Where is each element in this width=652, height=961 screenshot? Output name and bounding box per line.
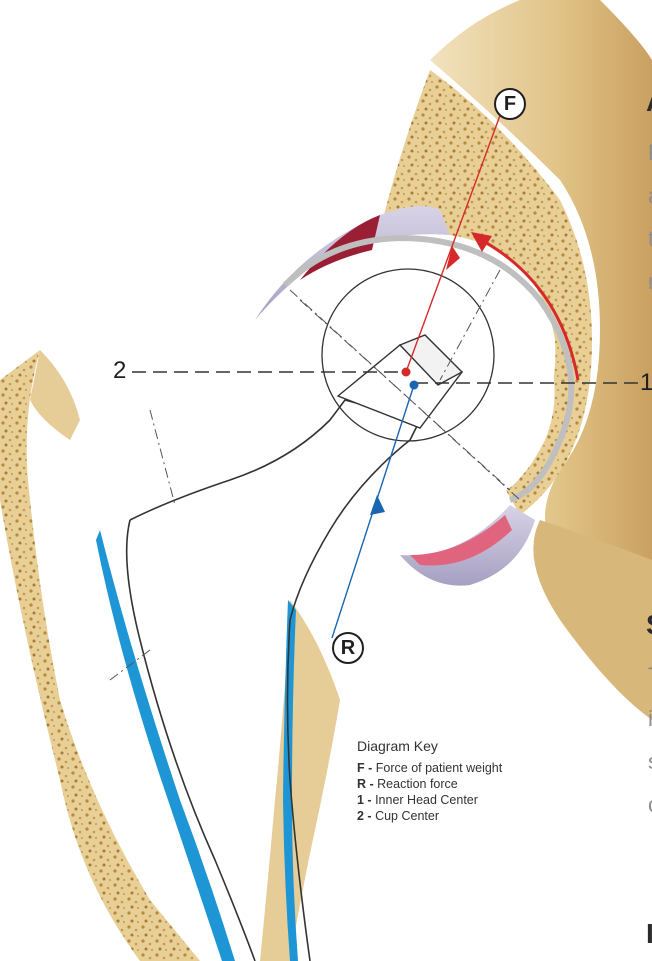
femur-outer-left [30, 350, 80, 440]
key-row-1: 1 - Inner Head Center [357, 792, 557, 808]
side-heading-mid: S [646, 609, 652, 641]
key-row-r: R - Reaction force [357, 776, 557, 792]
key-symbol: 2 - [357, 809, 372, 823]
key-symbol: R - [357, 777, 374, 791]
key-row-f: F - Force of patient weight [357, 760, 557, 776]
label-2: 2 [113, 357, 126, 385]
key-text: Cup Center [375, 809, 439, 823]
head-center-dot [410, 381, 419, 390]
femur-cortex-left [0, 350, 200, 961]
key-symbol: F - [357, 761, 372, 775]
side-para1-line1: F [648, 140, 652, 166]
key-text: Force of patient weight [376, 761, 502, 775]
key-symbol: 1 - [357, 793, 372, 807]
key-row-2: 2 - Cup Center [357, 808, 557, 824]
force-r-arrowhead [370, 495, 385, 515]
side-para1-line2: a [648, 183, 652, 209]
diagram-key: Diagram Key F - Force of patient weight … [357, 738, 557, 824]
cup-center-dot [402, 368, 411, 377]
side-para2-line4: c [648, 792, 652, 818]
key-text: Inner Head Center [375, 793, 478, 807]
side-para2-line2: i [648, 706, 652, 732]
side-heading-bottom: I [646, 918, 652, 950]
label-f: F [494, 88, 526, 120]
femur-right-bone [260, 600, 340, 961]
side-para2-line3: s [648, 749, 652, 775]
stem-axis-line [150, 410, 175, 505]
side-para1-line3: t [648, 226, 652, 252]
key-text: Reaction force [377, 777, 458, 791]
side-para1-line4: r [648, 269, 652, 295]
side-para2-line1: T [648, 663, 652, 689]
key-title: Diagram Key [357, 738, 557, 754]
side-heading-top: A [646, 86, 652, 118]
label-r: R [332, 632, 364, 664]
label-1: 1 [640, 369, 652, 397]
